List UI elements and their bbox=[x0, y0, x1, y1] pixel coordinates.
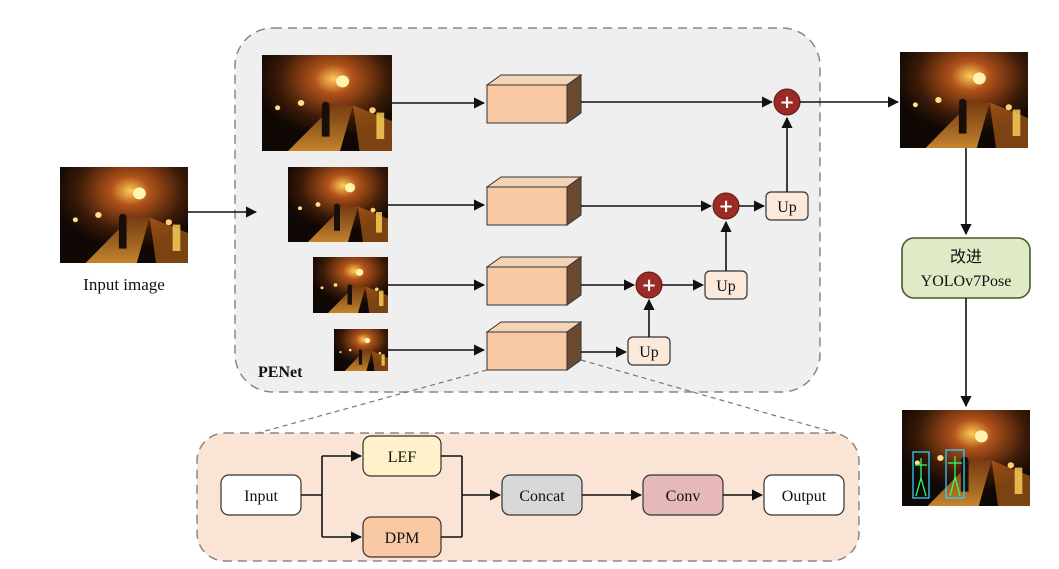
svg-text:+: + bbox=[779, 92, 794, 113]
pyramid-image-1 bbox=[262, 55, 392, 151]
svg-text:+: + bbox=[718, 196, 733, 217]
detail-connector-left bbox=[257, 369, 488, 434]
detail-output-box bbox=[763, 474, 845, 516]
detail-output-label: Output bbox=[782, 488, 827, 505]
plus-node-2: + bbox=[712, 192, 740, 220]
dpm-label: DPM bbox=[385, 530, 420, 547]
up-label-3: Up bbox=[777, 199, 797, 216]
pyramid-image-4 bbox=[334, 329, 388, 371]
up-label-2: Up bbox=[716, 278, 736, 295]
yolo-line2: YOLOv7Pose bbox=[921, 273, 1012, 290]
enhanced-image bbox=[900, 52, 1028, 148]
svg-text:+: + bbox=[641, 275, 656, 296]
feature-block-4 bbox=[485, 321, 583, 371]
plus-node-3: + bbox=[635, 271, 663, 299]
input-image bbox=[60, 167, 188, 263]
feature-block-1 bbox=[485, 74, 583, 124]
lef-label: LEF bbox=[388, 449, 417, 466]
detail-input-label: Input bbox=[244, 488, 278, 505]
conv-label: Conv bbox=[666, 488, 701, 505]
up-label-1: Up bbox=[639, 344, 659, 361]
penet-label: PENet bbox=[258, 364, 303, 381]
feature-block-3 bbox=[485, 256, 583, 306]
plus-node-1: + bbox=[773, 88, 801, 116]
pyramid-image-2 bbox=[288, 167, 388, 242]
feature-block-2 bbox=[485, 176, 583, 226]
yolo-line1: 改进 bbox=[950, 248, 982, 266]
pyramid-image-3 bbox=[313, 257, 388, 313]
input-image-label: Input image bbox=[83, 275, 165, 294]
pose-result-image bbox=[902, 410, 1030, 506]
concat-label: Concat bbox=[519, 488, 565, 505]
